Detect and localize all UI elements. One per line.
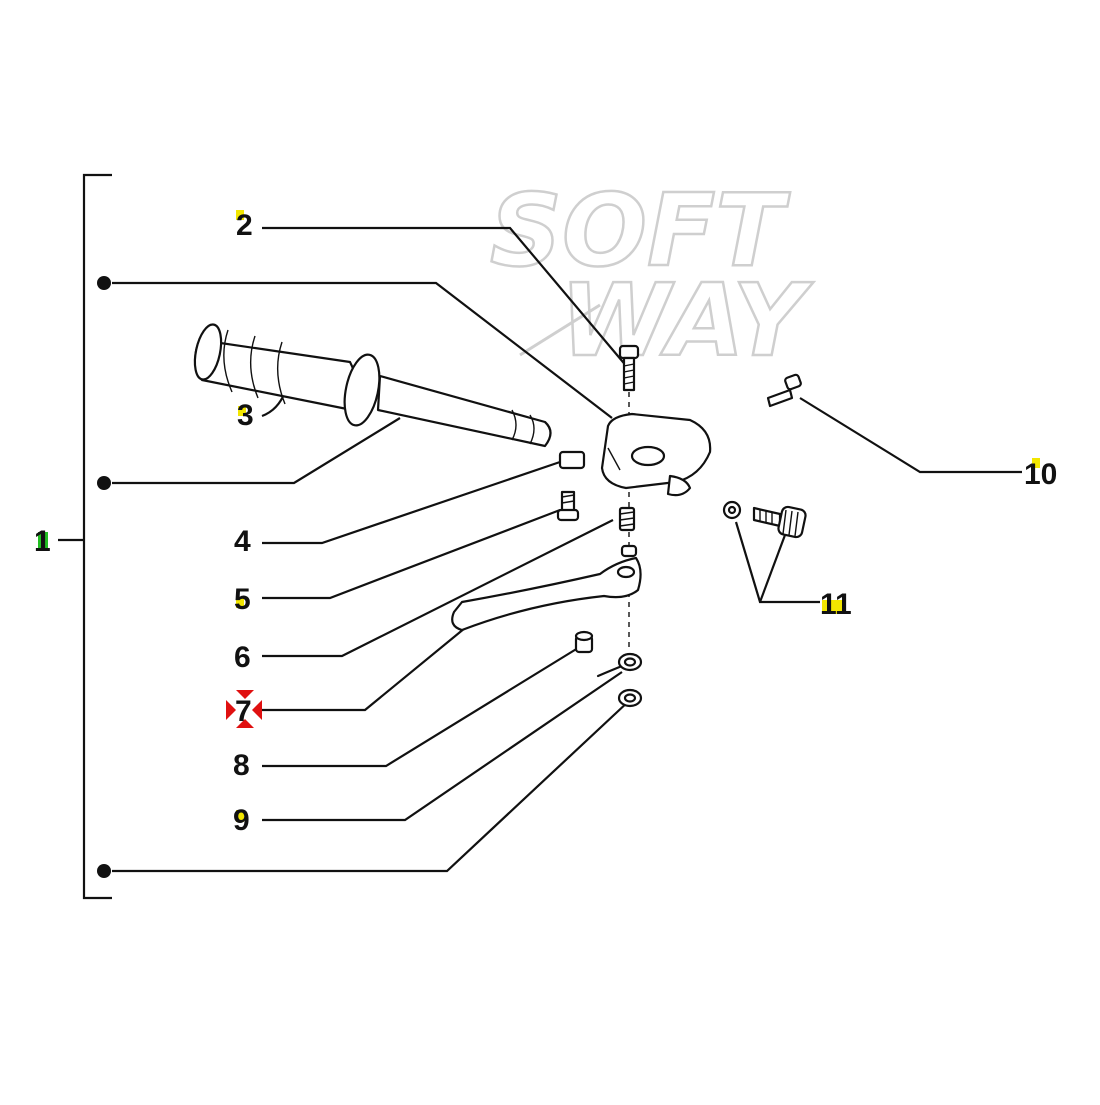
- watermark-way: WAY: [560, 262, 814, 379]
- diagram-area: [0, 158, 1100, 942]
- callout-9: 9: [233, 804, 250, 837]
- leader-lines: [112, 226, 1022, 873]
- bushing: [574, 630, 594, 654]
- assembly-bullets: [97, 276, 111, 878]
- callout-labels: 1 2 3 4 5 6 7 8 9 10 11: [34, 209, 1057, 837]
- callout-4: 4: [234, 525, 251, 558]
- callout-10: 10: [1024, 458, 1057, 491]
- spring: [618, 506, 638, 558]
- watermark-soft: SOFT: [490, 172, 790, 289]
- callout-7: 7: [235, 695, 252, 728]
- top-margin: [0, 0, 1100, 158]
- callout-1: 1: [34, 525, 51, 558]
- screw-small: [556, 490, 580, 522]
- assembly-bracket: [58, 173, 112, 900]
- callout-6: 6: [234, 641, 251, 674]
- screw-right: [766, 373, 802, 408]
- adjuster-assembly: [722, 500, 807, 539]
- callout-5: 5: [234, 583, 251, 616]
- watermark: SOFT WAY: [489, 171, 815, 381]
- red-target-marker-icon: [226, 690, 262, 728]
- callout-11: 11: [820, 588, 852, 621]
- small-block: [558, 450, 586, 470]
- callout-8: 8: [233, 749, 250, 782]
- callout-2: 2: [236, 209, 253, 242]
- callout-3: 3: [237, 399, 254, 432]
- twist-grip: [193, 323, 552, 448]
- callout-highlights: [38, 210, 1040, 822]
- lever: [451, 556, 642, 632]
- nut-bottom: [617, 688, 643, 708]
- lever-housing: [600, 412, 712, 497]
- washer-tab: [596, 652, 643, 678]
